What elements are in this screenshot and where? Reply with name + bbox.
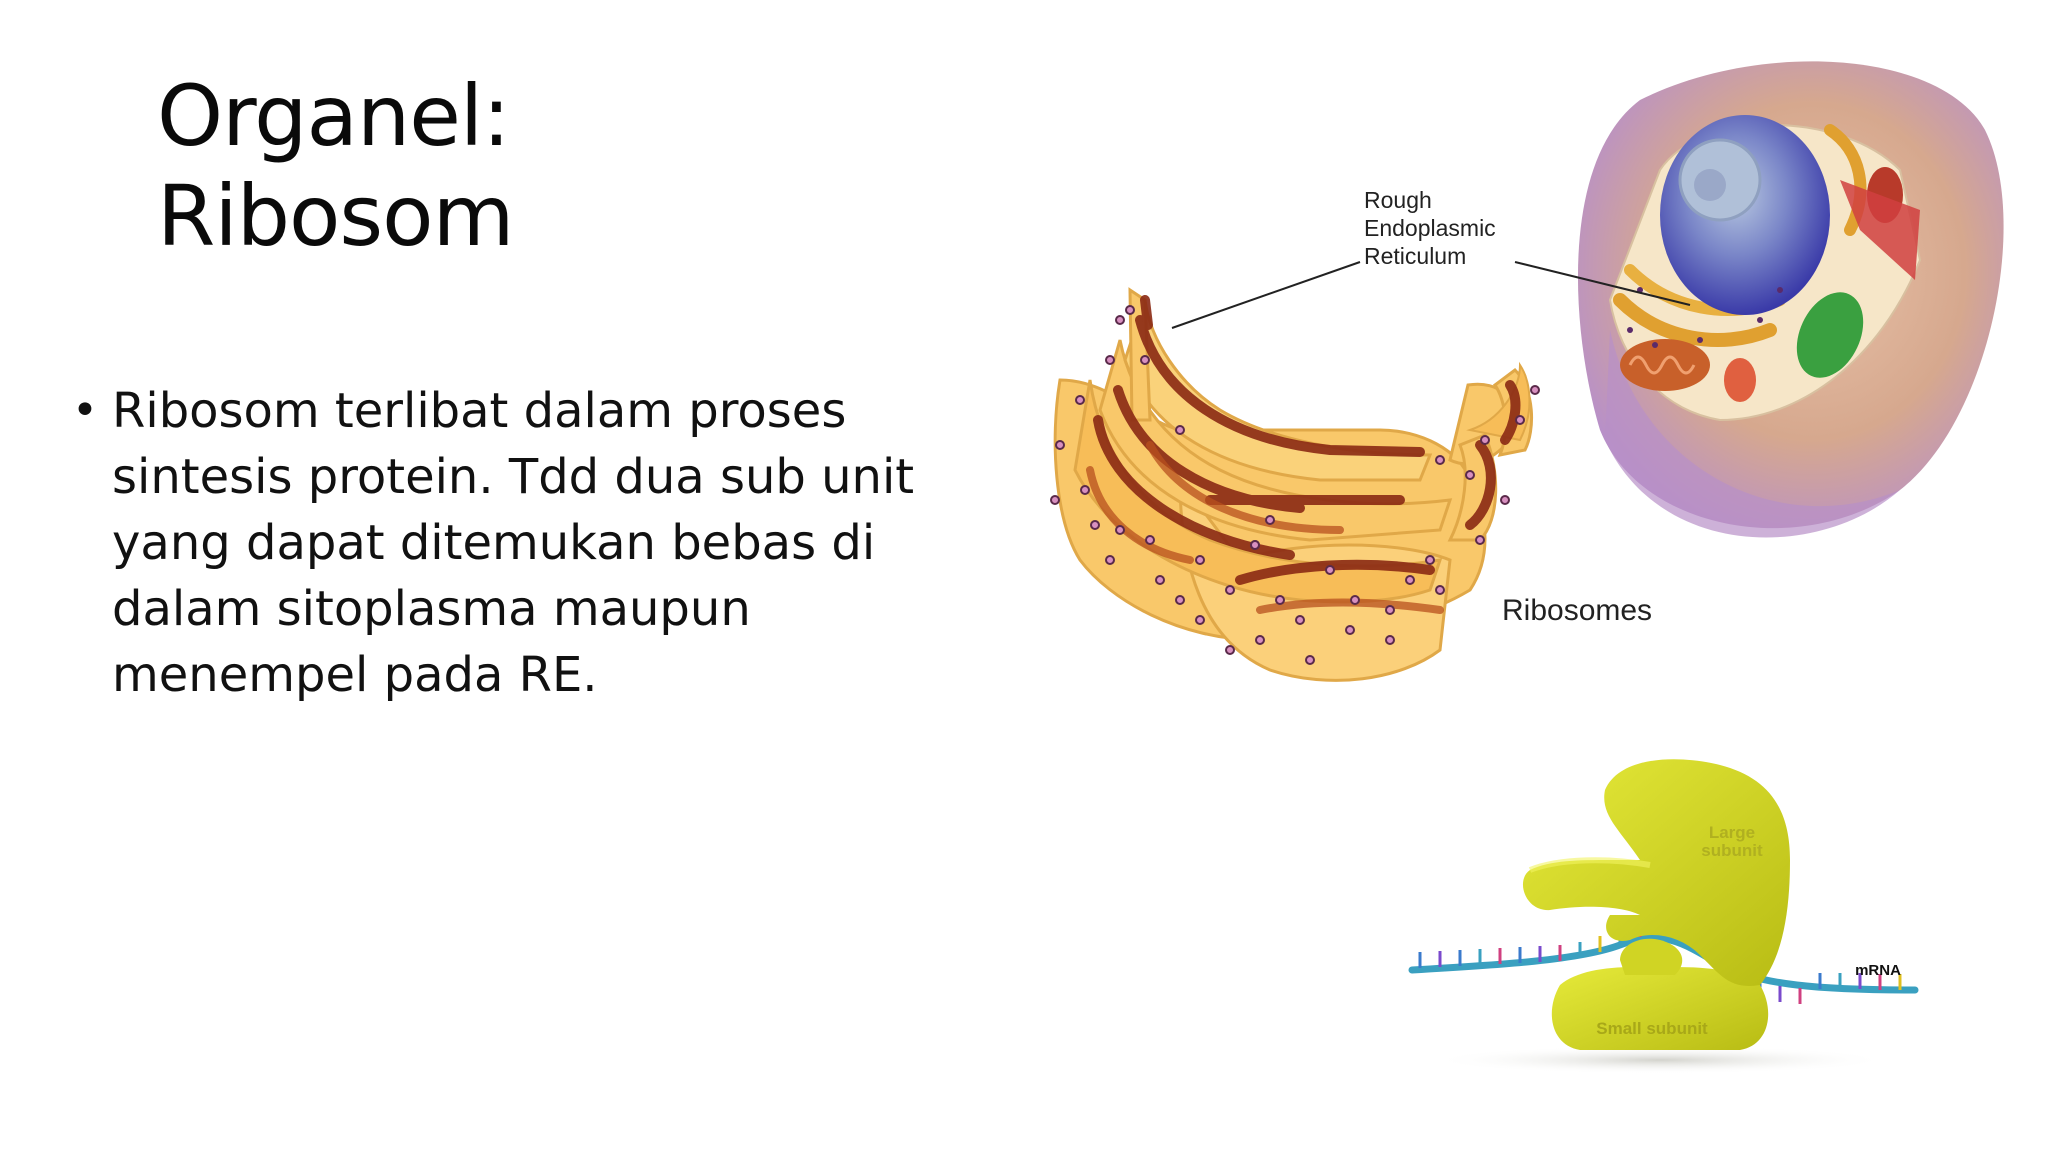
label-rer-line-1: Rough bbox=[1364, 187, 1432, 213]
bullet-text: Ribosom terlibat dalam proses sintesis p… bbox=[112, 383, 915, 703]
label-rer-line-3: Reticulum bbox=[1364, 243, 1466, 269]
bullet-icon: • bbox=[72, 385, 98, 436]
label-mrna: mRNA bbox=[1855, 962, 1901, 979]
label-large-line-2: subunit bbox=[1701, 841, 1763, 860]
large-subunit-icon bbox=[1522, 759, 1790, 986]
label-rer-line-2: Endoplasmic bbox=[1364, 215, 1496, 241]
cell-icon bbox=[1577, 61, 2004, 538]
bullet-item: • Ribosom terlibat dalam proses sintesis… bbox=[70, 378, 1000, 708]
bullet-list: • Ribosom terlibat dalam proses sintesis… bbox=[70, 378, 1000, 708]
label-large-line-1: Large bbox=[1709, 823, 1755, 842]
small-subunit-icon bbox=[1551, 938, 1769, 1050]
title-line-1: Organel: bbox=[157, 67, 511, 165]
label-ribosomes: Ribosomes bbox=[1502, 594, 1652, 627]
rough-er-icon bbox=[1050, 287, 1540, 682]
slide-title: Organel: Ribosom bbox=[157, 66, 514, 266]
label-small-subunit: Small subunit bbox=[1596, 1019, 1708, 1038]
title-line-2: Ribosom bbox=[157, 167, 514, 265]
